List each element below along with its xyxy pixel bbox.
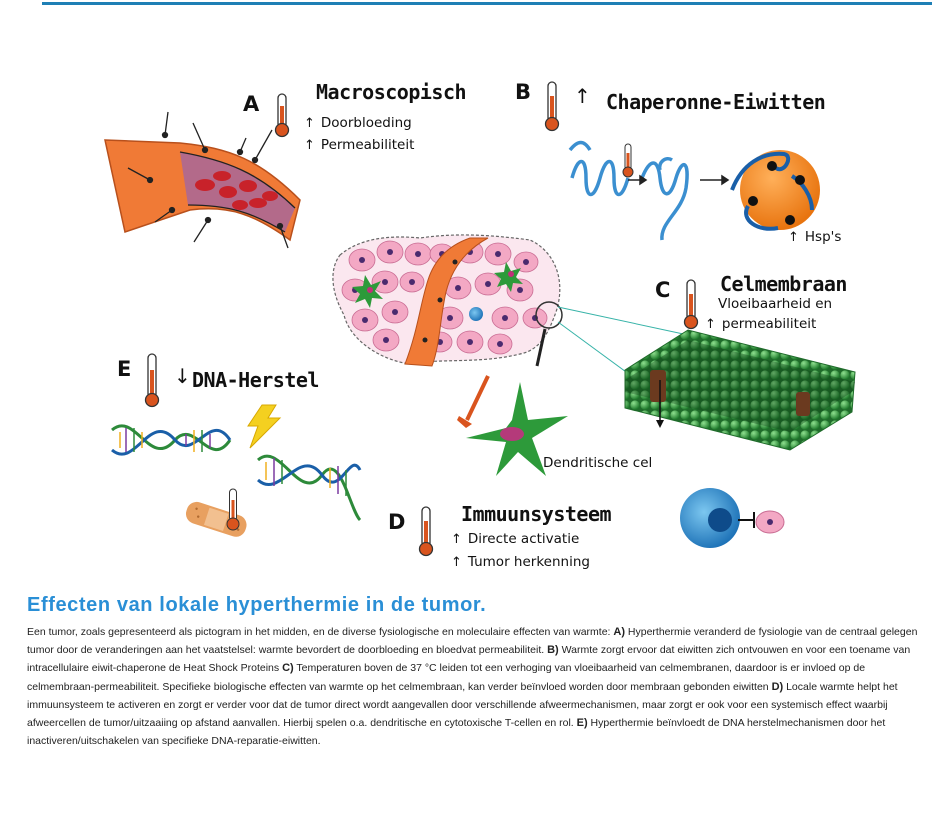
lightning-icon (247, 404, 282, 449)
arrow-up-icon: ↑ (705, 317, 716, 332)
effect-item: ↑Directe activatie (451, 531, 580, 547)
panel-letter-a: A (243, 92, 260, 116)
dendritic-cell-label: Dendritische cel (543, 455, 653, 471)
immune-cell-illustration (680, 488, 785, 548)
panel-letter-d: D (388, 510, 406, 534)
thermometer-icon (683, 279, 699, 330)
thermometer-icon (226, 488, 240, 531)
heat-shock-protein-illustration (730, 150, 820, 231)
panel-title-celmembraan: Celmembraan (720, 272, 847, 296)
panel-letter-c: C (655, 278, 671, 302)
panel-title-immuunsysteem: Immuunsysteem (461, 502, 612, 526)
thermometer-icon (544, 81, 560, 132)
arrow-up-icon: ↑ (304, 138, 315, 153)
hsp-label: ↑Hsp's (788, 229, 842, 245)
tumor-pictogram (332, 234, 561, 367)
cell-membrane-illustration (624, 329, 856, 451)
panel-title-dna-herstel: DNA-Herstel (192, 368, 319, 392)
arrow-up-icon: ↑ (304, 116, 315, 131)
thermometer-icon (274, 93, 290, 138)
effect-item: ↑permeabiliteit (705, 316, 817, 332)
hyperthermia-illustration (104, 111, 856, 548)
panel-title-macroscopisch: Macroscopisch (316, 80, 467, 104)
dendritic-cell-illustration (466, 382, 568, 476)
arrow-up-icon: ↑ (451, 555, 462, 570)
arrow-up-icon: ↑ (451, 532, 462, 547)
thermometer-icon (144, 353, 160, 408)
thermometer-icon (622, 143, 634, 178)
caption-text: Een tumor, zoals gepresenteerd als picto… (27, 626, 918, 748)
header-rule (42, 2, 932, 5)
effect-item: ↑Doorbloeding (304, 115, 412, 131)
arrow-up-icon: ↑ (788, 230, 799, 245)
panel-letter-e: E (117, 357, 132, 381)
panel-title-chaperonne: Chaperonne-Eiwitten (606, 90, 826, 114)
arrow-down-icon: ↓ (174, 364, 191, 388)
blood-vessel-illustration (104, 111, 301, 249)
effect-item: ↑Tumor herkenning (451, 554, 590, 570)
effect-item: ↑Permeabiliteit (304, 137, 415, 153)
arrow-up-icon: ↑ (574, 84, 591, 108)
cytotoxic-attack-icon (457, 375, 490, 428)
thermometer-icon (418, 506, 434, 557)
dna-helix-illustration (111, 424, 362, 522)
panel-letter-b: B (515, 80, 532, 104)
effect-item: Vloeibaarheid en (718, 296, 833, 312)
protein-unfolding-illustration (568, 140, 689, 241)
caption-title: Effecten van lokale hyperthermie in de t… (27, 594, 487, 616)
